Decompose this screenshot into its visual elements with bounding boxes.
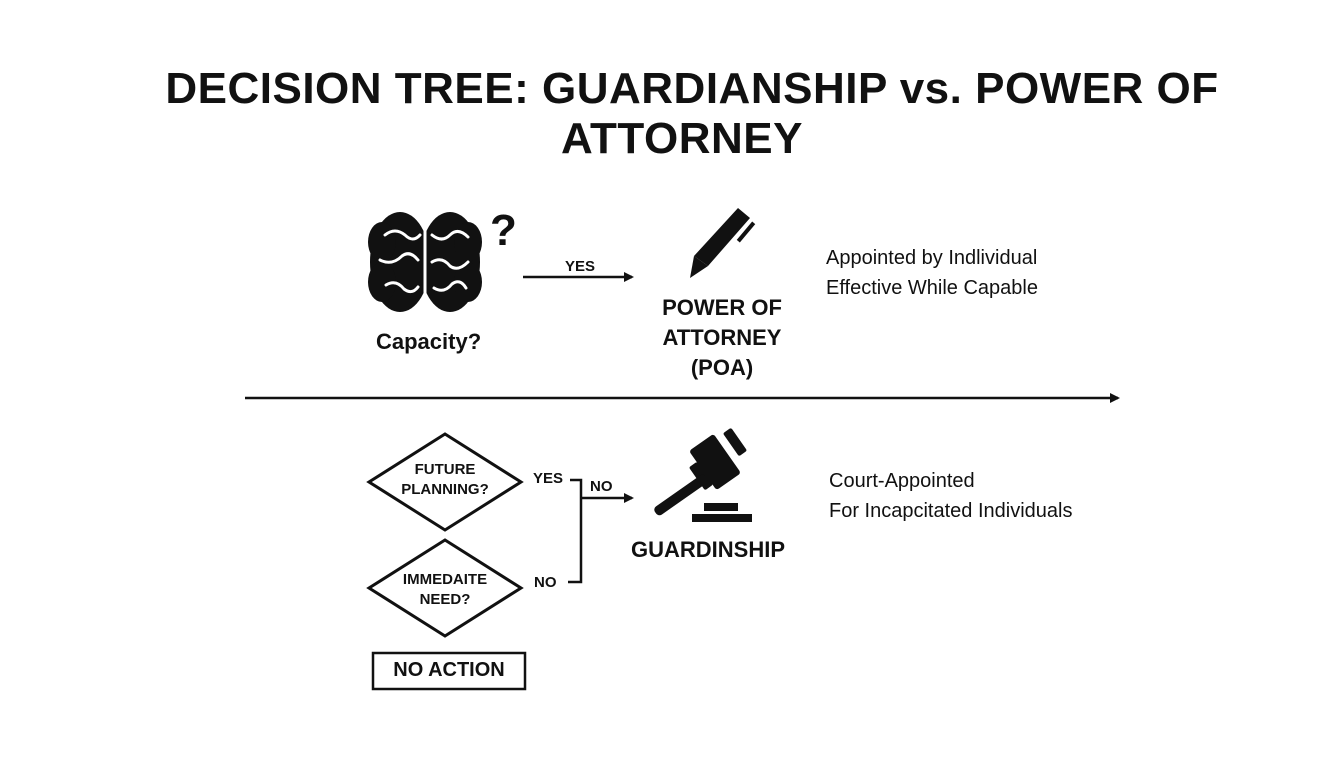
diamond2-line-2: NEED? (419, 591, 471, 608)
future-planning-text: FUTURE PLANNING? (369, 460, 521, 500)
no-action-box (371, 651, 527, 691)
poa-line-2: ATTORNEY (662, 325, 782, 350)
question-mark: ? (490, 206, 517, 255)
poa-description: Appointed by Indlividual Effective While… (826, 243, 1038, 303)
diamond1-exit-label: YES (533, 470, 564, 487)
poa-line-1: POWER OF (662, 295, 782, 320)
title-line-1: DECISION TREE: GUARDIANSHIP vs. POWER OF (165, 64, 1219, 113)
diamond2-exit-label: NO (534, 574, 557, 591)
diamond2-line-1: IMMEDAITE (402, 571, 488, 588)
future-planning-diamond (366, 432, 524, 532)
immediate-need-text: IMMEDAITE NEED? (369, 570, 521, 610)
title-line-2: ATTORNEY (561, 114, 803, 163)
poa-result: POWER OF ATTORNEY (POA) (622, 293, 822, 383)
guardianship-label: GUARDINSHIP (631, 537, 786, 562)
diamond1-line-2: PLANNING? (401, 481, 489, 498)
pen-icon (690, 208, 756, 278)
poa-line-3: (POA) (690, 355, 754, 380)
guardianship-description-line-2: For Incapcitated Individuals (829, 500, 1073, 522)
guardianship-description: Court-Appointed For Incapcitated Individ… (829, 466, 1072, 526)
no-action-label: NO ACTION (393, 659, 505, 681)
yes-arrow-label: YES (565, 258, 596, 275)
diamond1-line-1: FUTURE (414, 461, 476, 478)
guardianship-description-line-1: Court-Appointed (829, 470, 975, 492)
merge-connector (568, 478, 634, 584)
gavel-icon (654, 428, 752, 522)
poa-description-line-1: Appointed by Indlividual (826, 247, 1038, 269)
no-arrow-label: NO (590, 478, 613, 495)
immediate-need-diamond (366, 538, 524, 638)
brain-icon (368, 212, 482, 312)
poa-description-line-2: Effective While Capable (826, 277, 1038, 299)
capacity-label: Capacity? (376, 329, 482, 354)
